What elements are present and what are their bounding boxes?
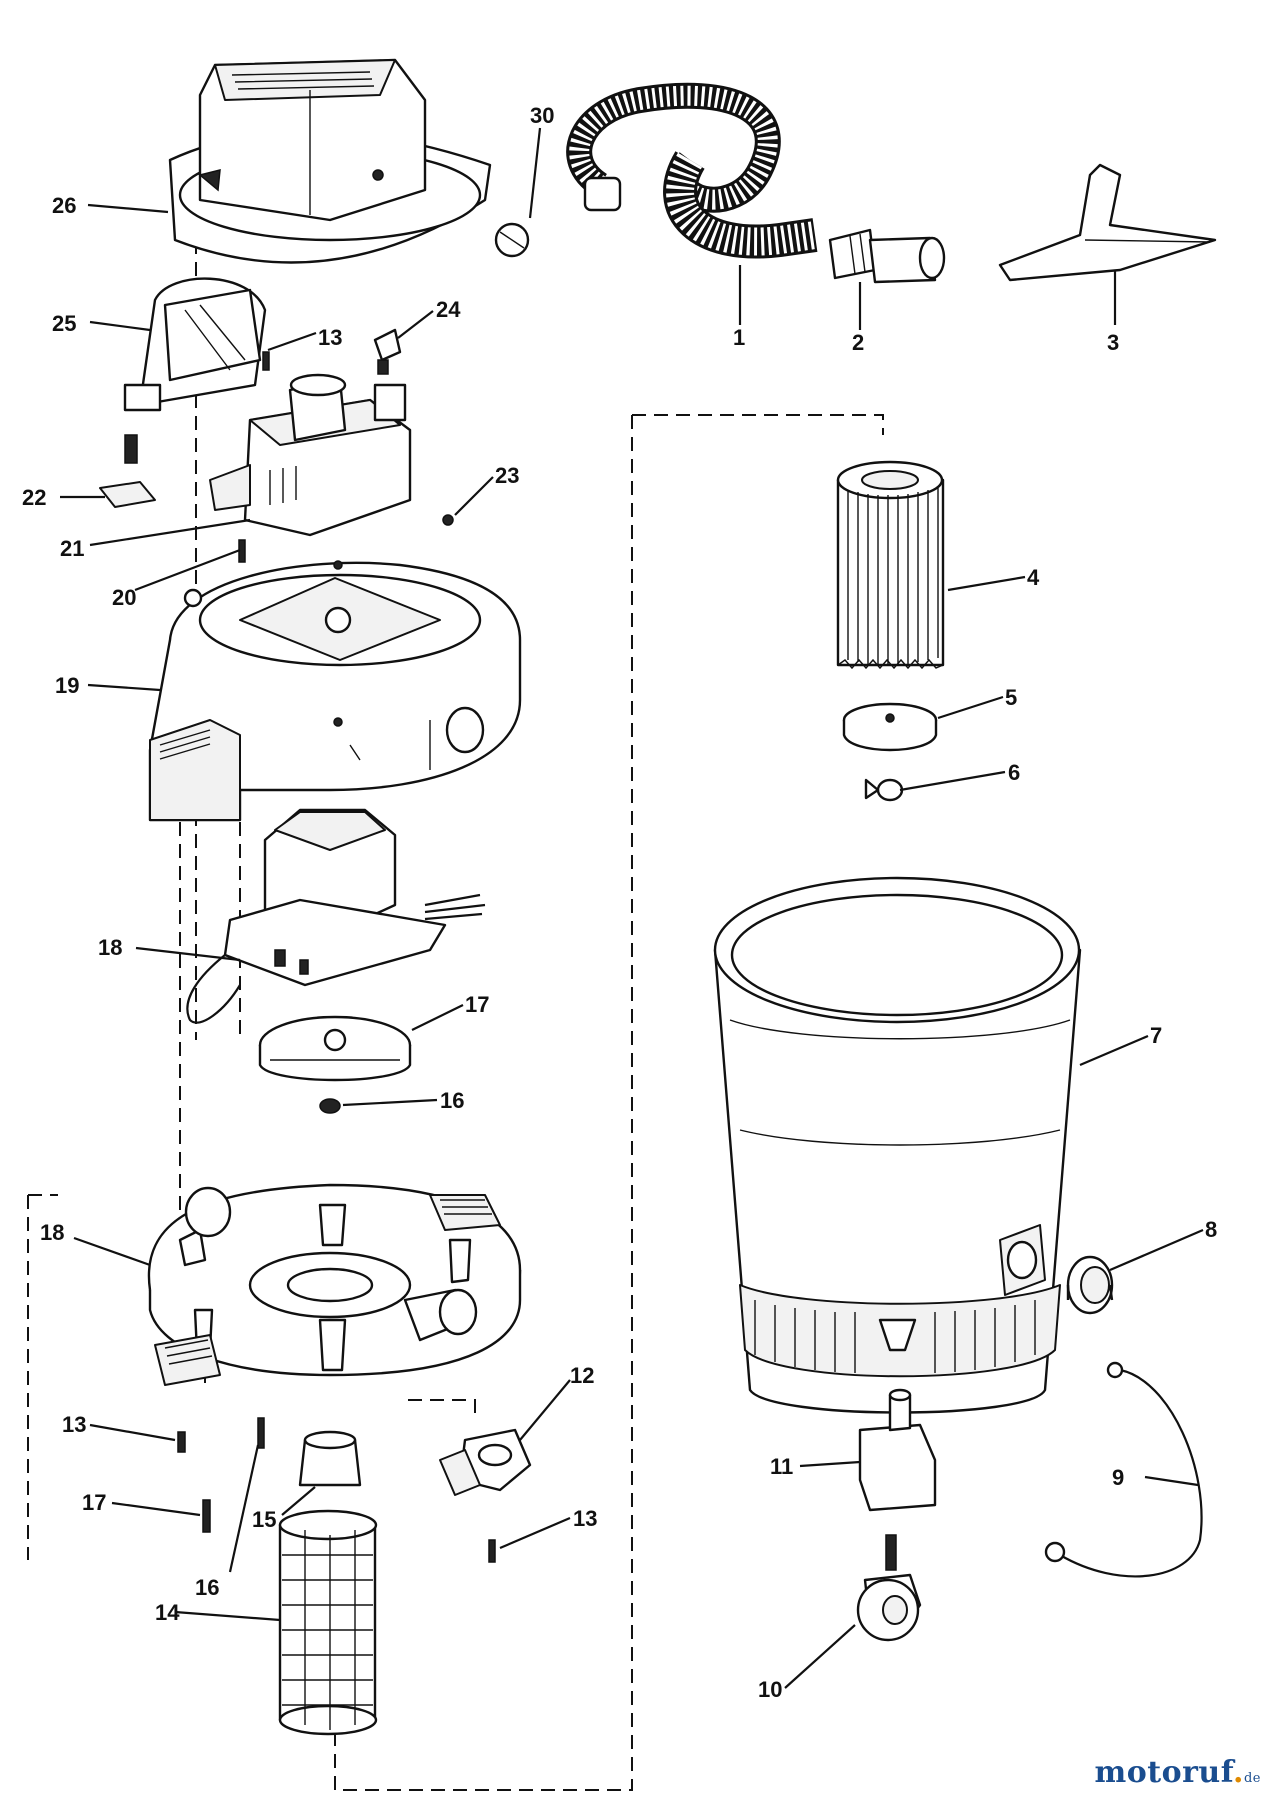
label-28: 25 xyxy=(52,311,76,336)
part-22-lid xyxy=(148,560,522,822)
label-23: 20 xyxy=(112,585,136,610)
part-1-hose xyxy=(566,82,818,259)
label-29: 26 xyxy=(52,193,76,218)
part-8-drain-cap xyxy=(1066,1255,1114,1315)
part-3-utility-nozzle xyxy=(998,163,1217,282)
label-26: 23 xyxy=(495,463,519,488)
label-13-top: 13 xyxy=(318,325,342,350)
label-4: 4 xyxy=(1027,565,1040,590)
label-25: 22 xyxy=(22,485,46,510)
label-14: 14 xyxy=(155,1600,180,1625)
part-26-nut xyxy=(442,514,454,526)
watermark-tld: de xyxy=(1243,1771,1261,1786)
part-28-switch-assembly xyxy=(123,277,267,464)
label-2: 2 xyxy=(852,330,864,355)
part-27-thumb-screw xyxy=(373,328,402,375)
label-6: 6 xyxy=(1008,760,1020,785)
label-11: 11 xyxy=(770,1454,793,1479)
screws xyxy=(177,351,496,1563)
watermark-brand: motoruf xyxy=(1094,1755,1234,1790)
part-7-tank xyxy=(713,876,1082,1414)
label-8: 8 xyxy=(1205,1217,1217,1242)
part-30-knob xyxy=(494,222,530,258)
watermark-dot: . xyxy=(1233,1755,1244,1790)
label-21: 18 xyxy=(98,935,122,960)
part-4-cartridge-filter xyxy=(836,460,945,670)
label-22: 19 xyxy=(55,673,79,698)
label-27: 24 xyxy=(436,297,461,322)
label-30: 30 xyxy=(530,103,554,128)
label-16: 16 xyxy=(195,1575,219,1600)
part-9-cord xyxy=(1044,1361,1203,1578)
part-21-motor xyxy=(186,808,486,1024)
leader-lines xyxy=(60,127,1204,1689)
label-12: 12 xyxy=(570,1363,594,1388)
label-17: 17 xyxy=(82,1490,106,1515)
part-2-hose-connector xyxy=(828,228,946,284)
part-20-impeller xyxy=(258,1015,412,1082)
label-3: 3 xyxy=(1107,330,1119,355)
label-7: 7 xyxy=(1150,1023,1162,1048)
part-12-float-housing xyxy=(439,1428,532,1496)
label-13-left: 13 xyxy=(62,1412,86,1437)
label-15: 15 xyxy=(252,1507,276,1532)
label-5: 5 xyxy=(1005,685,1017,710)
label-1: 1 xyxy=(733,325,745,350)
part-6-wing-nut xyxy=(864,778,904,802)
label-13-right: 13 xyxy=(573,1506,597,1531)
part-11-caster-mount xyxy=(858,1388,937,1512)
part-10-caster xyxy=(856,1534,922,1642)
part-19-nut xyxy=(319,1098,341,1114)
part-labels: 26 30 1 2 3 25 13 24 22 23 21 20 19 4 5 … xyxy=(22,103,1217,1702)
label-20: 17 xyxy=(465,992,489,1017)
label-24: 21 xyxy=(60,536,84,561)
part-29-motor-cover xyxy=(168,58,492,264)
label-10: 10 xyxy=(758,1677,782,1702)
part-25-plate xyxy=(99,481,156,508)
label-9: 9 xyxy=(1112,1465,1124,1490)
part-14-float-cage xyxy=(278,1509,378,1736)
label-19: 16 xyxy=(440,1088,464,1113)
part-5-filter-plate xyxy=(842,702,938,752)
part-18-motor-base xyxy=(147,1183,522,1386)
part-24-motor-shroud xyxy=(209,373,412,537)
watermark-logo: motoruf.de xyxy=(1094,1755,1261,1790)
part-15-float xyxy=(298,1430,362,1487)
label-18: 18 xyxy=(40,1220,64,1245)
